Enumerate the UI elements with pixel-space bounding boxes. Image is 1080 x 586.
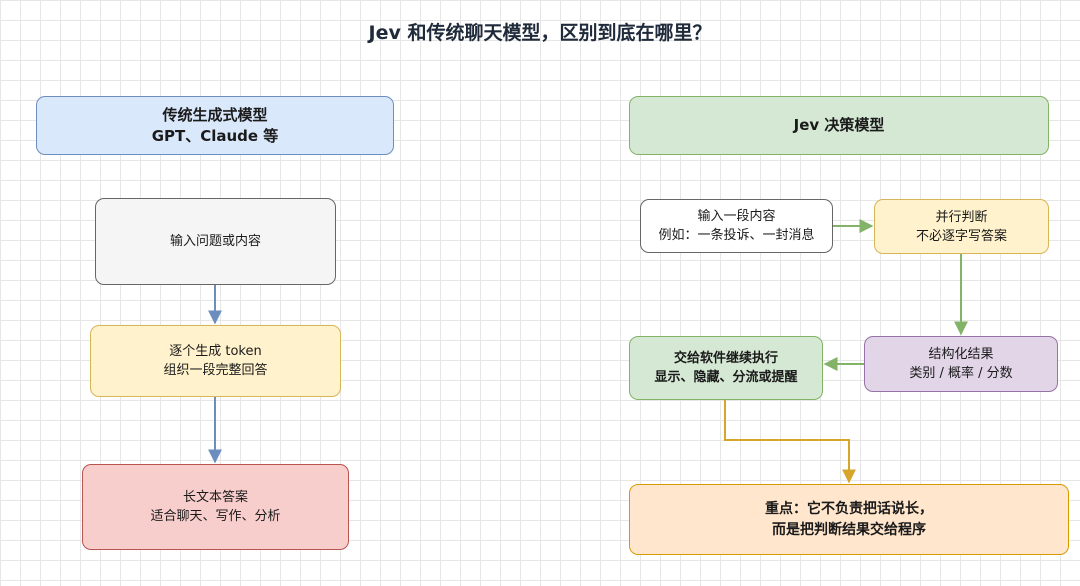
traditional-model-title: 传统生成式模型	[162, 105, 268, 124]
jev-model-title: Jev 决策模型	[793, 116, 885, 134]
structured-result-box: 结构化结果 类别 / 概率 / 分数	[864, 336, 1058, 392]
key-point-line1: 重点：它不负责把话说长，	[765, 500, 933, 517]
organize-answer-text: 组织一段完整回答	[163, 363, 268, 378]
input-question-text: 输入问题或内容	[169, 234, 261, 249]
generate-token-text: 逐个生成 token	[169, 344, 262, 359]
jev-model-header: Jev 决策模型	[629, 96, 1049, 155]
no-word-by-word-text: 不必逐字写答案	[915, 228, 1007, 244]
input-content-text: 输入一段内容	[697, 209, 776, 224]
software-execute-text: 交给软件继续执行	[673, 351, 778, 366]
parallel-judgment-text: 并行判断	[935, 209, 988, 225]
parallel-judgment-box: 并行判断 不必逐字写答案	[874, 199, 1049, 254]
arrow-execute-to-key	[724, 400, 856, 484]
actions-text: 显示、隐藏、分流或提醒	[654, 370, 798, 385]
software-execute-box: 交给软件继续执行 显示、隐藏、分流或提醒	[629, 336, 823, 400]
key-point-line2: 而是把判断结果交给程序	[772, 521, 926, 538]
input-example-text: 例如：一条投诉、一封消息	[658, 228, 815, 243]
traditional-model-header: 传统生成式模型 GPT、Claude 等	[36, 96, 394, 155]
key-point-box: 重点：它不负责把话说长， 而是把判断结果交给程序	[629, 484, 1069, 555]
result-fields-text: 类别 / 概率 / 分数	[909, 366, 1013, 381]
structured-result-text: 结构化结果	[928, 347, 994, 362]
use-cases-text: 适合聊天、写作、分析	[150, 509, 281, 524]
traditional-model-examples: GPT、Claude 等	[151, 126, 279, 145]
input-question-box: 输入问题或内容	[95, 198, 336, 285]
generate-token-box: 逐个生成 token 组织一段完整回答	[90, 325, 341, 397]
input-content-box: 输入一段内容 例如：一条投诉、一封消息	[640, 199, 833, 253]
page-title: Jev 和传统聊天模型，区别到底在哪里？	[368, 22, 712, 44]
long-answer-box: 长文本答案 适合聊天、写作、分析	[82, 464, 349, 550]
long-answer-text: 长文本答案	[182, 490, 248, 505]
